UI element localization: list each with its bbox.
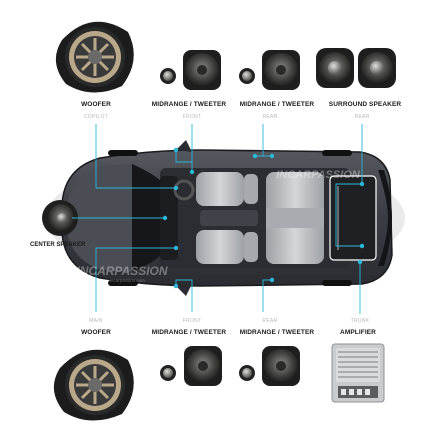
label-midrange-rear-bottom: MIDRANGE / TWEETER xyxy=(239,329,315,336)
watermark-top: INCARPASSION xyxy=(276,169,361,181)
midrange-tweeter-front-bottom xyxy=(160,346,222,386)
label-midrange-front-bottom: MIDRANGE / TWEETER xyxy=(151,329,227,336)
label-surround-top: SURROUND SPEAKER xyxy=(328,101,402,108)
label-midrange-front-top: MIDRANGE / TWEETER xyxy=(151,101,227,108)
sub-label-rear-bottom: REAR xyxy=(262,318,278,324)
sub-label-main: MAIN xyxy=(89,318,103,324)
connector-dots xyxy=(162,147,365,289)
sub-label-trunk: TRUNK xyxy=(350,318,370,324)
woofer-speaker-top xyxy=(55,21,134,93)
center-speaker xyxy=(42,200,78,236)
sub-label-rear2-top: REAR xyxy=(354,114,370,120)
watermark-site: www.incarpassion.com xyxy=(99,278,145,283)
label-center-speaker: CENTER SPEAKER xyxy=(30,242,86,248)
sub-label-front-top: FRONT xyxy=(182,114,202,120)
sub-label-rear-top: REAR xyxy=(262,114,278,120)
label-woofer-top: WOOFER xyxy=(81,101,111,108)
amplifier-unit xyxy=(331,343,385,403)
watermark-bottom: INCARPASSION xyxy=(76,264,167,278)
sub-label-front-bottom: FRONT xyxy=(182,318,202,324)
surround-speaker-top xyxy=(316,48,396,88)
label-woofer-bottom: WOOFER xyxy=(81,329,111,336)
label-amplifier: AMPLIFIER xyxy=(340,329,376,336)
midrange-tweeter-rear-top xyxy=(239,50,300,90)
connector-lines xyxy=(72,124,363,314)
label-midrange-rear-top: MIDRANGE / TWEETER xyxy=(239,101,315,108)
midrange-tweeter-front-top xyxy=(160,50,221,90)
woofer-speaker-bottom xyxy=(53,349,134,421)
sub-label-copilot: COPILOT xyxy=(83,114,109,120)
midrange-tweeter-rear-bottom xyxy=(239,346,300,386)
